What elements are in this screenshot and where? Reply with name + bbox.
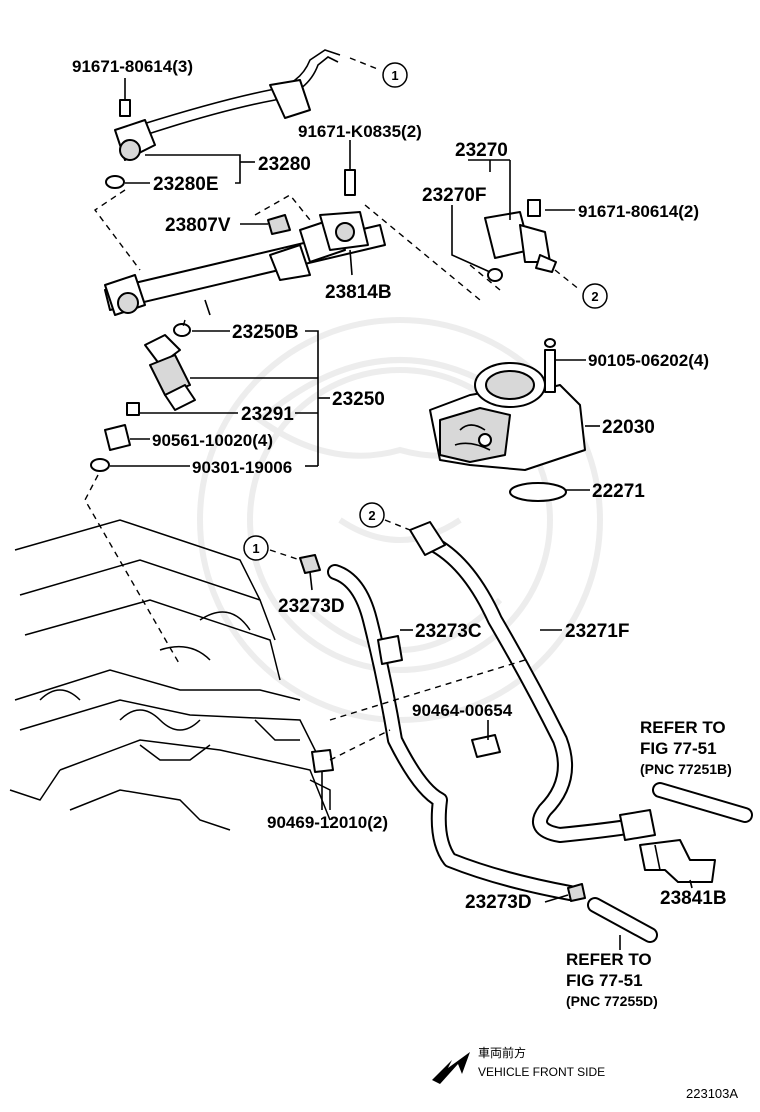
label-90105-06202-4: 90105-06202(4) [588, 351, 709, 370]
refer-note-77255d: REFER TO FIG 77-51 (PNC 77255D) [566, 950, 658, 1009]
label-23807v: 23807V [165, 215, 231, 236]
grommet-23807v [267, 214, 291, 235]
label-23250b: 23250B [232, 322, 299, 343]
marker-2-hose: 2 [359, 502, 385, 528]
marker-2-right: 2 [582, 283, 608, 309]
clamp-90469-12010 [311, 749, 334, 773]
svg-text:REFER TO: REFER TO [566, 950, 652, 969]
fuel-pipe-23280 [114, 49, 341, 161]
leader-lines [110, 78, 693, 950]
label-91671-80614-3: 91671-80614(3) [72, 57, 193, 76]
engine-block-outline [9, 519, 331, 831]
marker-1-hose: 1 [243, 535, 269, 561]
svg-text:FIG 77-51: FIG 77-51 [640, 739, 717, 758]
svg-text:FIG 77-51: FIG 77-51 [566, 971, 643, 990]
svg-text:車両前方: 車両前方 [478, 1045, 526, 1060]
label-22271: 22271 [592, 481, 645, 502]
clip-90464-00654 [471, 734, 501, 758]
svg-text:2: 2 [368, 508, 375, 523]
svg-text:(PNC 77251B): (PNC 77251B) [640, 761, 732, 777]
label-91671-80614-2: 91671-80614(2) [578, 202, 699, 221]
label-90469-12010-2: 90469-12010(2) [267, 813, 388, 832]
label-23270: 23270 [455, 140, 508, 161]
hose-23271f [409, 521, 656, 843]
fuel-pressure-sensor-23270 [484, 199, 557, 282]
label-23280e: 23280E [153, 174, 219, 195]
svg-text:1: 1 [252, 541, 259, 556]
label-90464-00654: 90464-00654 [412, 701, 513, 720]
clamp-23273d-lower [567, 883, 586, 902]
label-23280: 23280 [258, 154, 311, 175]
front-arrow-icon [432, 1052, 470, 1084]
svg-text:VEHICLE FRONT SIDE: VEHICLE FRONT SIDE [478, 1065, 605, 1079]
bracket-23841b [639, 839, 716, 883]
label-23270f: 23270F [422, 185, 486, 206]
label-23291: 23291 [241, 404, 294, 425]
marker-1-top: 1 [382, 62, 408, 88]
vehicle-front-direction: 車両前方 VEHICLE FRONT SIDE [432, 1045, 605, 1084]
label-23271f: 23271F [565, 621, 629, 642]
svg-text:2: 2 [591, 289, 598, 304]
o-ring-23280e [105, 175, 125, 189]
fuel-injector-23250 [90, 323, 196, 472]
refer-note-77251b: REFER TO FIG 77-51 (PNC 77251B) [640, 718, 732, 777]
label-23273d-lower: 23273D [465, 892, 532, 913]
throttle-body-22030 [429, 338, 586, 471]
label-23250: 23250 [332, 389, 385, 410]
clamp-23273d-upper [299, 554, 321, 574]
figure-code: 223103A [686, 1086, 738, 1101]
label-22030: 22030 [602, 417, 655, 438]
label-23273c: 23273C [415, 621, 482, 642]
label-91671-k0835-2: 91671-K0835(2) [298, 122, 422, 141]
fuel-rail-23814b [104, 160, 386, 316]
gasket-22271 [509, 482, 567, 502]
svg-text:(PNC 77255D): (PNC 77255D) [566, 993, 658, 1009]
svg-text:1: 1 [391, 68, 398, 83]
label-23273d-upper: 23273D [278, 596, 345, 617]
dashed-connectors [84, 57, 581, 761]
label-90301-19006: 90301-19006 [192, 458, 292, 477]
label-90561-10020-4: 90561-10020(4) [152, 431, 273, 450]
label-23814b: 23814B [325, 282, 392, 303]
svg-text:REFER TO: REFER TO [640, 718, 726, 737]
hose-23273c [327, 564, 578, 901]
label-23841b: 23841B [660, 888, 727, 909]
